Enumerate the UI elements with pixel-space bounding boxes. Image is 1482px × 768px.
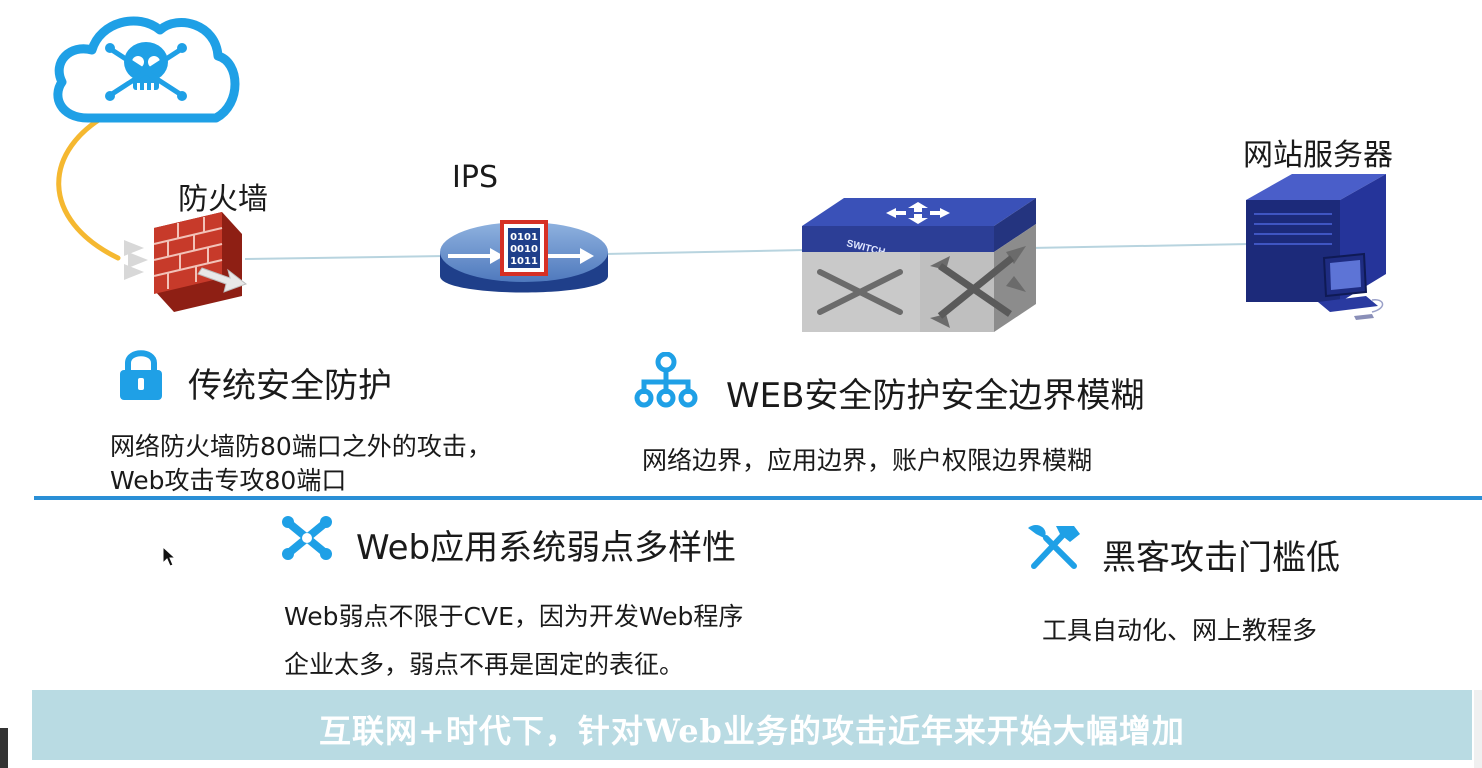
ips-label: IPS <box>452 160 498 195</box>
traditional-security-title: 传统安全防护 <box>188 366 392 406</box>
ips-bits-3: 1011 <box>510 256 538 267</box>
link-ips-switch <box>604 249 806 255</box>
ips-device-icon: 0101 0010 1011 IDS/IPS <box>438 214 610 314</box>
tools-icon <box>1024 522 1084 572</box>
server-label: 网站服务器 <box>1243 138 1393 173</box>
summary-banner: 互联网+时代下，针对Web业务的攻击近年来开始大幅增加 <box>30 688 1474 762</box>
hacker-threshold-desc: 工具自动化、网上教程多 <box>1042 616 1318 645</box>
web-boundary-desc: 网络边界，应用边界，账户权限边界模糊 <box>642 446 1093 475</box>
weakness-diversity-desc-1: Web弱点不限于CVE，因为开发Web程序 <box>284 602 744 631</box>
link-firewall-ips <box>244 255 446 260</box>
weakness-diversity-title: Web应用系统弱点多样性 <box>356 528 737 568</box>
mouse-cursor-icon <box>162 546 176 568</box>
server-icon <box>1244 170 1392 322</box>
cloud-skull-icon <box>48 8 244 126</box>
joomla-icon <box>280 514 334 562</box>
hacker-threshold-title: 黑客攻击门槛低 <box>1102 538 1340 578</box>
section-divider <box>34 496 1482 500</box>
summary-banner-text: 互联网+时代下，针对Web业务的攻击近年来开始大幅增加 <box>319 712 1185 750</box>
weakness-diversity-desc-2: 企业太多，弱点不再是固定的表征。 <box>284 650 685 679</box>
window-edge-right <box>1474 690 1482 768</box>
switch-device-icon: SWITCH <box>800 196 1040 334</box>
cable-cloud-firewall <box>56 109 121 261</box>
ips-bits-1: 0101 <box>510 232 538 243</box>
hierarchy-icon <box>634 352 698 408</box>
ips-bits-2: 0010 <box>510 244 538 255</box>
web-boundary-title: WEB安全防护安全边界模糊 <box>726 376 1145 416</box>
traditional-security-desc-2: Web攻击专攻80端口 <box>110 466 347 495</box>
ips-badge: IDS/IPS <box>496 291 553 308</box>
window-edge-strip <box>0 728 8 768</box>
link-switch-server <box>1029 243 1251 249</box>
firewall-label: 防火墙 <box>178 182 268 217</box>
firewall-icon <box>118 208 252 314</box>
network-links <box>56 109 1251 261</box>
lock-icon <box>116 348 166 402</box>
traditional-security-desc-1: 网络防火墙防80端口之外的攻击， <box>110 432 492 461</box>
